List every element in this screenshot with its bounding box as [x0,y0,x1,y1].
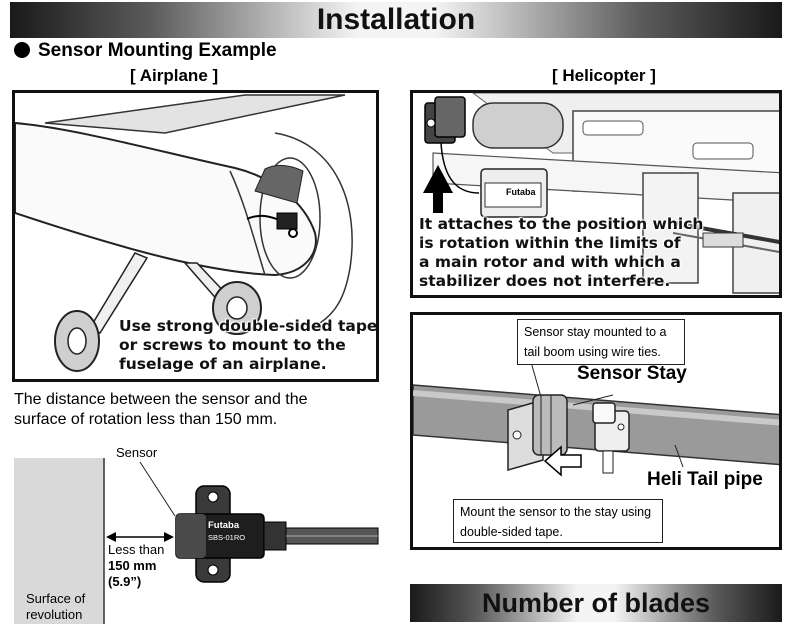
number-of-blades-title: Number of blades [481,588,711,618]
helicopter-caption-line-3: a main rotor and with which a [419,253,681,271]
airplane-caption-line-3: fuselage of an airplane. [119,355,327,373]
page-title-banner: Installation [10,2,782,38]
airplane-heading: [ Airplane ] [130,66,219,85]
surface-label-line-1: Surface of [26,591,86,606]
mount-note-line-2: double-sided tape. [460,525,563,539]
helicopter-illustration-panel: Futaba It attaches to the position which… [410,90,782,298]
page-title: Installation [316,3,476,36]
stay-note-line-2: tail boom using wire ties. [524,345,661,359]
distance-diagram [14,458,379,624]
sensor-model: SBS-01RO [208,533,246,542]
less-than-label: Less than [108,542,165,557]
airplane-caption-line-2: or screws to mount to the [119,336,346,354]
distance-text-line-2: surface of rotation less than 150 mm. [14,411,278,428]
helicopter-caption-line-2: is rotation within the limits of [419,234,681,252]
section-banner-number-of-blades: Number of blades [410,584,782,622]
airplane-illustration [15,94,353,372]
sensor-brand: Futaba [208,520,240,531]
airplane-caption-line-1: Use strong double-sided tape [119,317,378,335]
sensor-stay-label: Sensor Stay [577,363,687,384]
helicopter-heading: [ Helicopter ] [552,66,656,85]
stay-note: Sensor stay mounted to a tail boom using… [517,319,685,365]
section-title: Sensor Mounting Example [38,40,277,61]
mount-note-line-1: Mount the sensor to the stay using [460,505,652,519]
tail-boom-illustration [413,354,779,477]
bullet-icon [14,42,30,58]
helicopter-caption-line-4: stabilizer does not interfere. [419,272,671,290]
helicopter-caption-line-1: It attaches to the position which [419,215,704,233]
distance-text-line-1: The distance between the sensor and the [14,391,308,408]
distance-value-mm: 150 mm [108,558,157,573]
airplane-illustration-panel: Use strong double-sided tape or screws t… [12,90,379,382]
surface-label-line-2: revolution [26,607,83,622]
sensor-label: Sensor [116,445,158,460]
tail-boom-panel: Sensor stay mounted to a tail boom using… [410,312,782,550]
distance-value-in: (5.9”) [108,574,142,589]
heli-device-brand: Futaba [506,187,536,197]
tail-pipe-label: Heli Tail pipe [647,469,763,490]
mount-note: Mount the sensor to the stay using doubl… [453,499,663,543]
helicopter-illustration [423,93,779,294]
stay-note-line-1: Sensor stay mounted to a [524,325,667,339]
